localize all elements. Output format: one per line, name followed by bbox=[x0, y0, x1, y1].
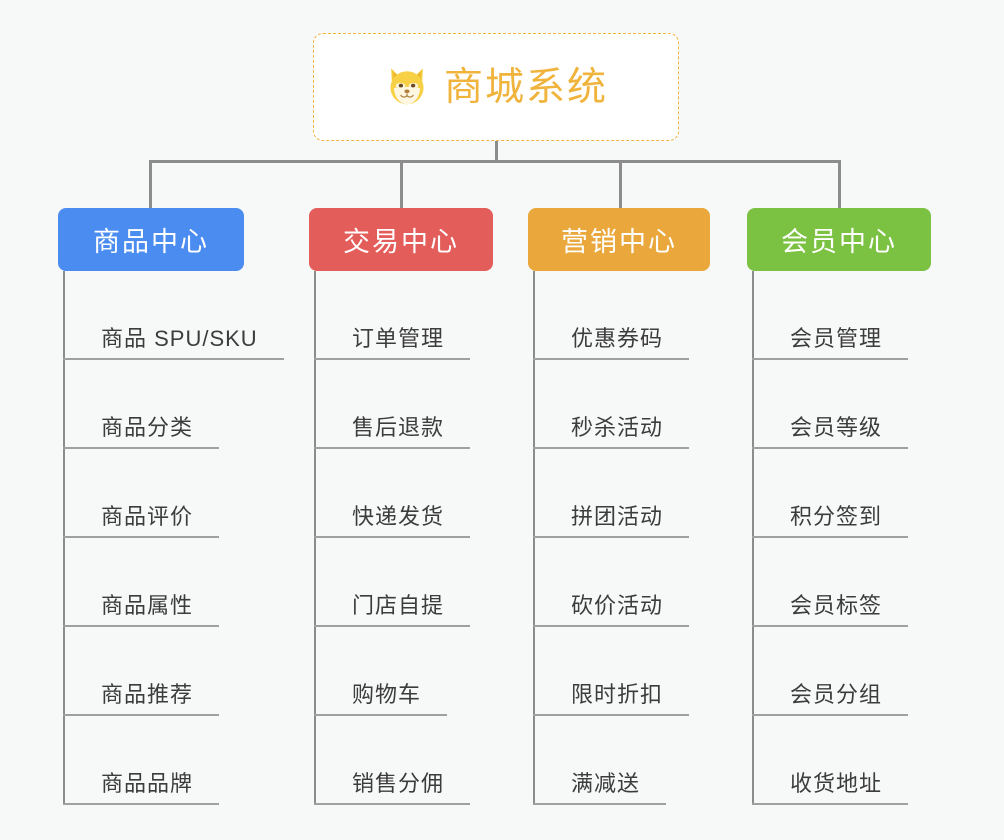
connector-bus bbox=[149, 160, 841, 163]
branch-item-underline bbox=[752, 714, 908, 716]
branch-header[interactable]: 交易中心 bbox=[309, 208, 493, 271]
branch-column-2: 交易中心订单管理售后退款快递发货门店自提购物车销售分佣 bbox=[309, 208, 493, 805]
root-title: 商城系统 bbox=[443, 65, 608, 109]
branch-item[interactable]: 限时折扣 bbox=[528, 627, 710, 716]
branch-item-underline bbox=[533, 803, 666, 805]
branch-item-list: 优惠券码秒杀活动拼团活动砍价活动限时折扣满减送 bbox=[528, 271, 710, 805]
branch-item[interactable]: 商品分类 bbox=[58, 360, 244, 449]
branch-item[interactable]: 秒杀活动 bbox=[528, 360, 710, 449]
branch-item-label: 会员分组 bbox=[790, 682, 883, 707]
branch-item-underline bbox=[752, 536, 908, 538]
branch-item[interactable]: 商品属性 bbox=[58, 538, 244, 627]
branch-item[interactable]: 砍价活动 bbox=[528, 538, 710, 627]
branch-item[interactable]: 销售分佣 bbox=[309, 716, 493, 805]
branch-item[interactable]: 拼团活动 bbox=[528, 449, 710, 538]
branch-item[interactable]: 商品品牌 bbox=[58, 716, 244, 805]
branch-item-label: 收货地址 bbox=[790, 771, 883, 796]
branch-item-list: 商品 SPU/SKU 商品分类商品评价商品属性商品推荐商品品牌 bbox=[58, 271, 284, 805]
root-node[interactable]: 商城系统 bbox=[313, 33, 679, 141]
branch-item-label: 会员标签 bbox=[790, 593, 883, 618]
branch-item-underline bbox=[63, 803, 219, 805]
connector-stem bbox=[495, 141, 498, 162]
connector-drop-2 bbox=[400, 160, 403, 208]
branch-item-underline bbox=[752, 625, 908, 627]
branch-item-underline bbox=[63, 625, 219, 627]
connector-drop-4 bbox=[838, 160, 841, 208]
branch-trunk-line bbox=[533, 271, 535, 805]
branch-item-underline bbox=[314, 447, 470, 449]
branch-item-label: 商品分类 bbox=[101, 415, 194, 440]
branch-item-label: 快递发货 bbox=[352, 504, 445, 529]
branch-item-list: 订单管理售后退款快递发货门店自提购物车销售分佣 bbox=[309, 271, 493, 805]
branch-item[interactable]: 满减送 bbox=[528, 716, 710, 805]
branch-item-underline bbox=[314, 625, 470, 627]
branch-item[interactable]: 商品推荐 bbox=[58, 627, 244, 716]
branch-item-label: 会员等级 bbox=[790, 415, 883, 440]
branch-item[interactable]: 商品评价 bbox=[58, 449, 244, 538]
branch-item[interactable]: 优惠券码 bbox=[528, 271, 710, 360]
branch-item-label: 订单管理 bbox=[352, 326, 445, 351]
branch-item-label: 秒杀活动 bbox=[571, 415, 664, 440]
branch-item-underline bbox=[752, 358, 908, 360]
branch-item-underline bbox=[314, 714, 447, 716]
branch-trunk-line bbox=[314, 271, 316, 805]
branch-item[interactable]: 购物车 bbox=[309, 627, 493, 716]
branch-item[interactable]: 商品 SPU/SKU bbox=[58, 271, 284, 360]
connector-drop-1 bbox=[149, 160, 152, 208]
branch-item-label: 门店自提 bbox=[352, 593, 445, 618]
branch-trunk-line bbox=[63, 271, 65, 805]
branch-item-underline bbox=[314, 358, 470, 360]
branch-column-1: 商品中心商品 SPU/SKU 商品分类商品评价商品属性商品推荐商品品牌 bbox=[58, 208, 284, 805]
branch-item[interactable]: 收货地址 bbox=[747, 716, 931, 805]
branch-item-label: 限时折扣 bbox=[571, 682, 664, 707]
branch-header[interactable]: 会员中心 bbox=[747, 208, 931, 271]
branch-trunk-line bbox=[752, 271, 754, 805]
branch-item[interactable]: 门店自提 bbox=[309, 538, 493, 627]
branch-item-underline bbox=[63, 714, 219, 716]
branch-column-3: 营销中心优惠券码秒杀活动拼团活动砍价活动限时折扣满减送 bbox=[528, 208, 710, 805]
branch-item[interactable]: 会员分组 bbox=[747, 627, 931, 716]
branch-item-list: 会员管理会员等级积分签到会员标签会员分组收货地址 bbox=[747, 271, 931, 805]
branch-item[interactable]: 会员管理 bbox=[747, 271, 931, 360]
branch-header[interactable]: 营销中心 bbox=[528, 208, 710, 271]
branch-item-underline bbox=[533, 714, 689, 716]
branch-item-label: 商品推荐 bbox=[101, 682, 194, 707]
branch-item-underline bbox=[314, 536, 470, 538]
branch-item-label: 会员管理 bbox=[790, 326, 883, 351]
branch-item-underline bbox=[63, 358, 284, 360]
branch-item-label: 优惠券码 bbox=[571, 326, 664, 351]
connector-drop-3 bbox=[619, 160, 622, 208]
branch-item-underline bbox=[533, 447, 689, 449]
branch-item-label: 售后退款 bbox=[352, 415, 445, 440]
branch-item-underline bbox=[752, 803, 908, 805]
branch-item-label: 购物车 bbox=[352, 682, 422, 707]
branch-item[interactable]: 积分签到 bbox=[747, 449, 931, 538]
branch-item[interactable]: 售后退款 bbox=[309, 360, 493, 449]
branch-item-underline bbox=[533, 625, 689, 627]
branch-column-4: 会员中心会员管理会员等级积分签到会员标签会员分组收货地址 bbox=[747, 208, 931, 805]
branch-item[interactable]: 快递发货 bbox=[309, 449, 493, 538]
branch-item-label: 商品评价 bbox=[101, 504, 194, 529]
branch-item-underline bbox=[533, 536, 689, 538]
branch-item-label: 商品 SPU/SKU bbox=[101, 326, 258, 351]
branch-item-label: 拼团活动 bbox=[571, 504, 664, 529]
branch-item-label: 商品品牌 bbox=[101, 771, 194, 796]
branch-item-label: 满减送 bbox=[571, 771, 641, 796]
branch-item-underline bbox=[63, 447, 219, 449]
shiba-dog-face-icon bbox=[384, 64, 430, 110]
branch-item[interactable]: 会员等级 bbox=[747, 360, 931, 449]
branch-header[interactable]: 商品中心 bbox=[58, 208, 244, 271]
branch-item-underline bbox=[314, 803, 470, 805]
branch-item-label: 商品属性 bbox=[101, 593, 194, 618]
branch-item[interactable]: 订单管理 bbox=[309, 271, 493, 360]
branch-item[interactable]: 会员标签 bbox=[747, 538, 931, 627]
branch-item-underline bbox=[533, 358, 689, 360]
branch-item-label: 积分签到 bbox=[790, 504, 883, 529]
branch-item-label: 销售分佣 bbox=[352, 771, 445, 796]
branch-item-underline bbox=[63, 536, 219, 538]
branch-item-label: 砍价活动 bbox=[571, 593, 664, 618]
branch-item-underline bbox=[752, 447, 908, 449]
